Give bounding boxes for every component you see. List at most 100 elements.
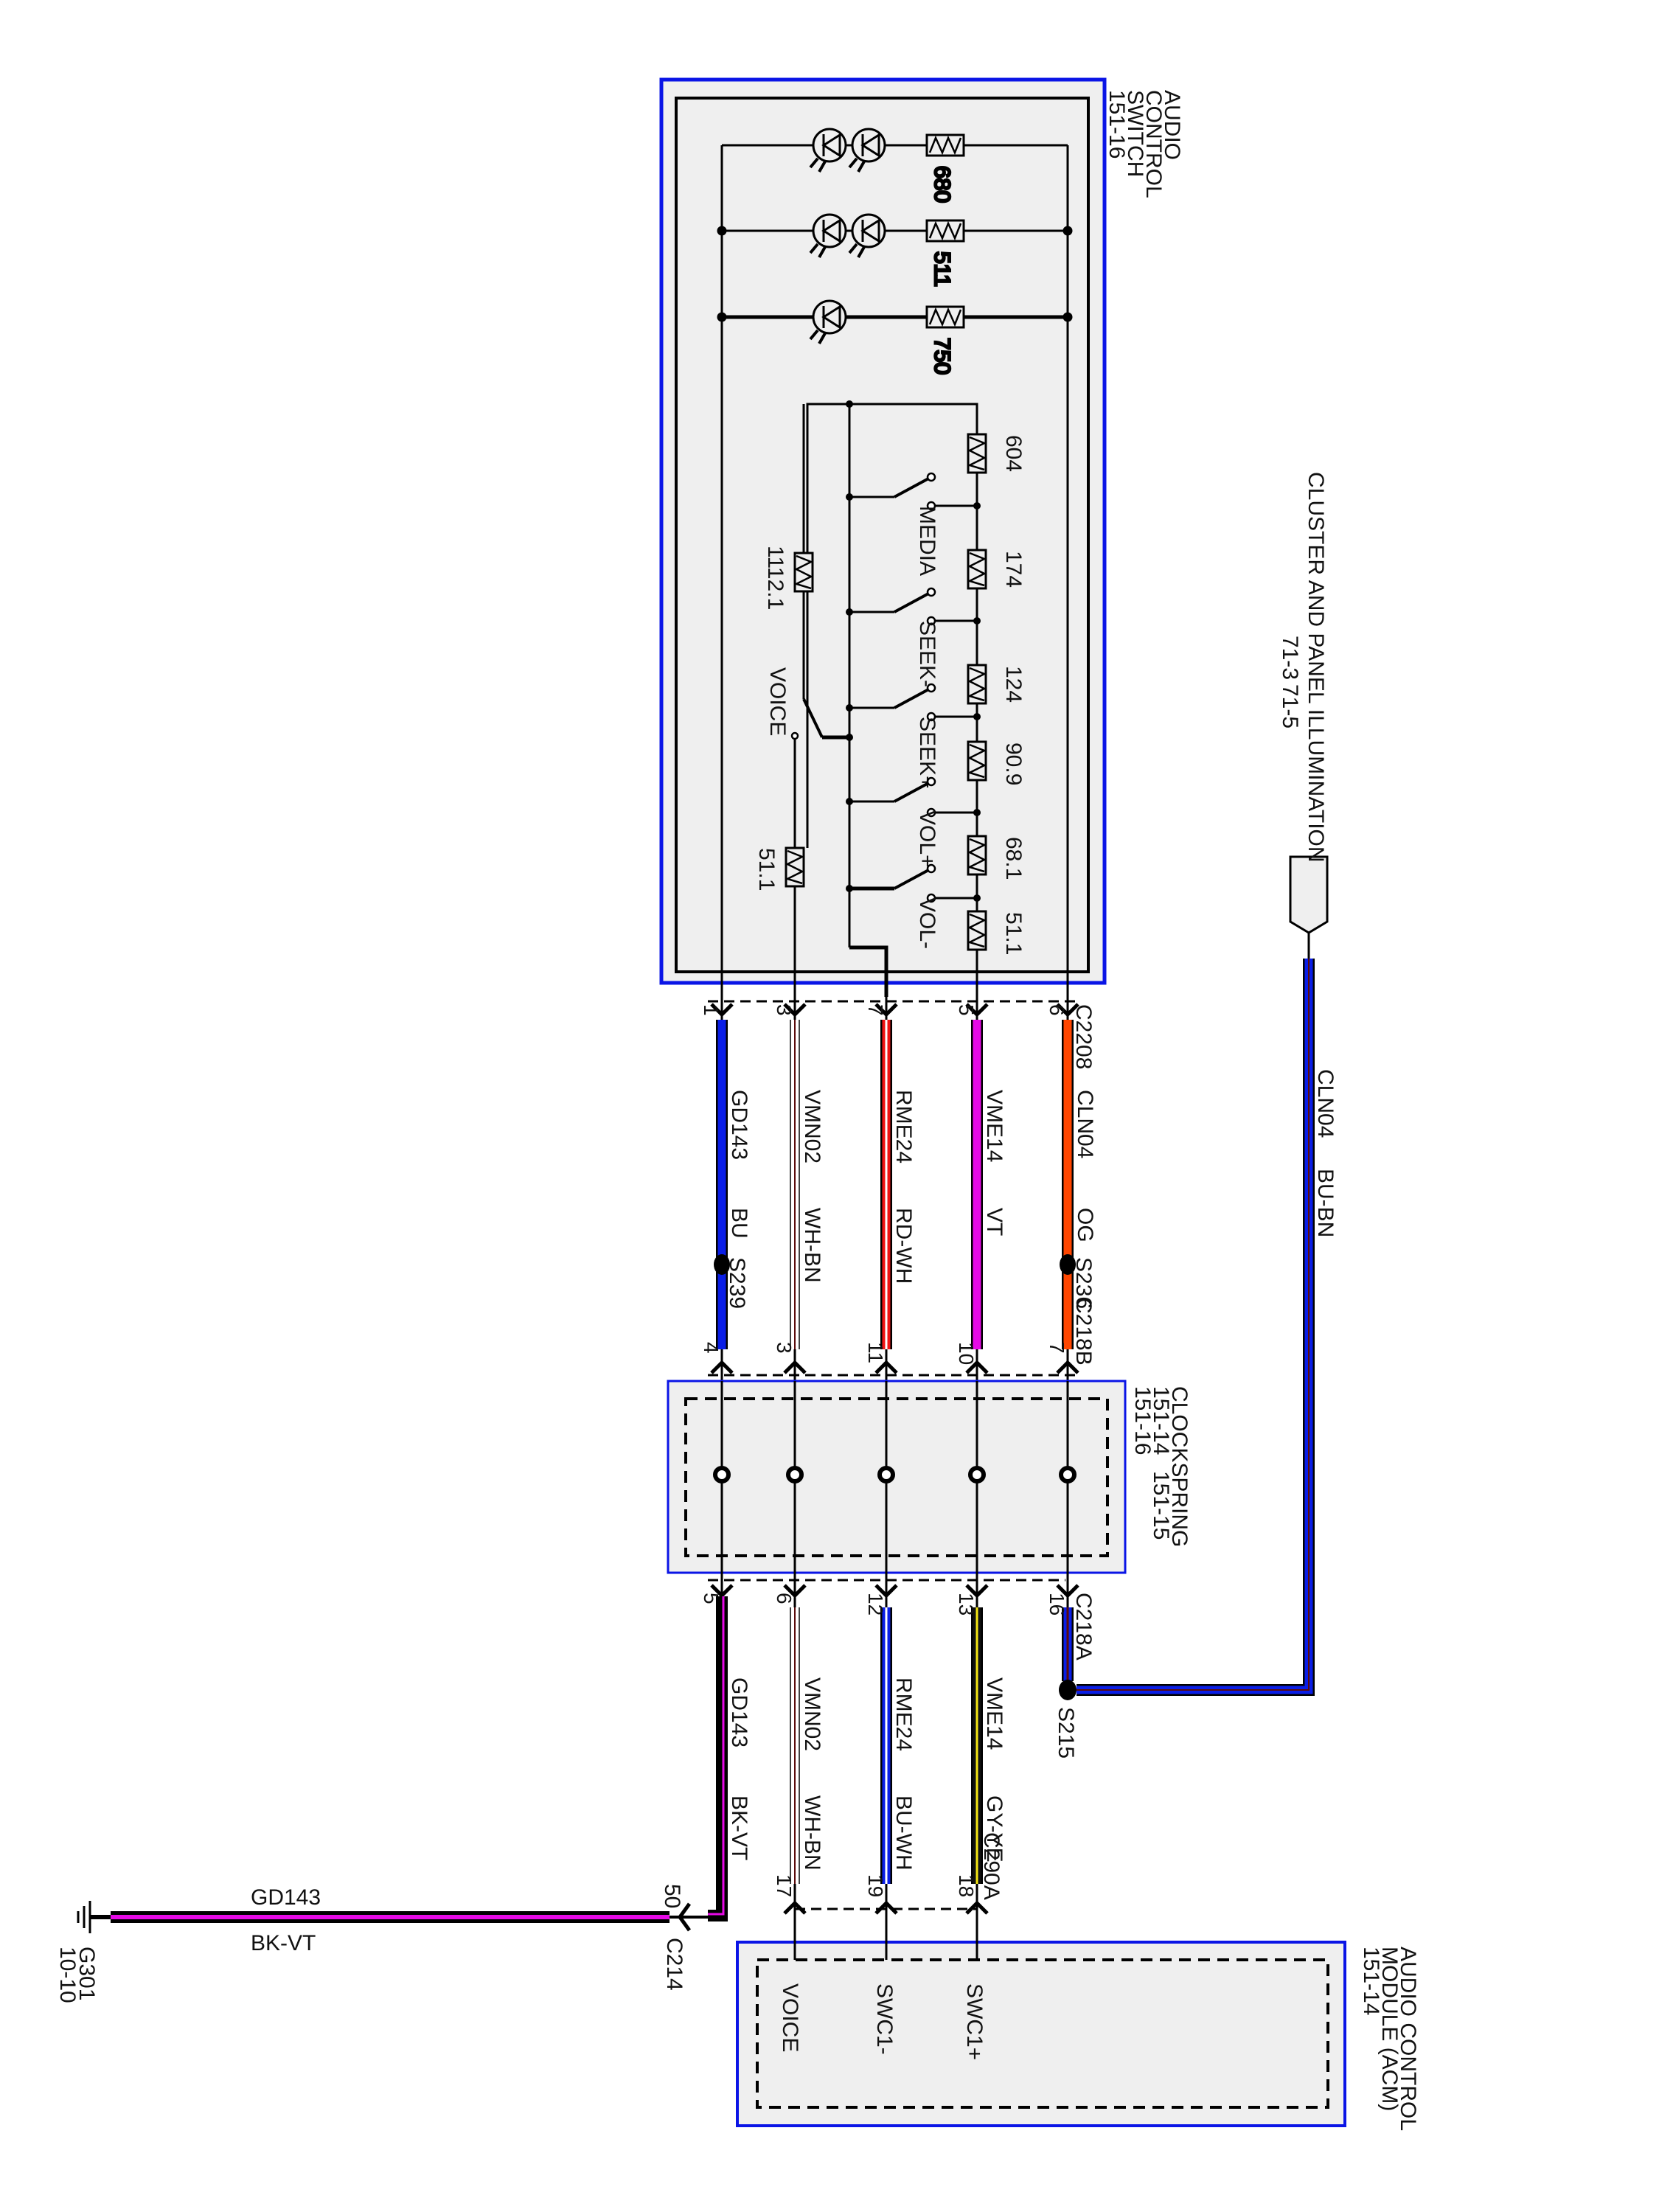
led-icon-triangle [821,218,841,243]
ladder-resistor-zigzag [967,838,987,873]
illumination-resistor-label: 511 [930,251,954,287]
ladder-resistor [967,549,987,590]
led-icon-ray-2 [818,246,827,258]
upper-wire-harness: GD143BU14VMN02WH-BN33RME24RD-WH711VME14V… [700,997,1097,1381]
wire-color-code-label: WH-BN [800,1208,824,1283]
illumination-resistor [925,133,965,157]
wire-circuit-label: VME14 [982,1090,1006,1162]
ladder-resistor [967,433,987,474]
led-icon [848,128,886,173]
switch-blade [894,686,932,709]
splice-s236-label: S236 [1071,1257,1096,1309]
connector-pin-icon [874,1360,898,1374]
connector-pin-label: 3 [773,1342,796,1354]
ground-circuit: 50 C214 GD143 BK-VT G301 10-10 [55,1596,728,2003]
led-icon [848,213,886,258]
wire-circuit-label: GD143 [727,1677,751,1747]
switch-label: SEEK+ [915,717,939,789]
voice-resistor-bottom-zigzag [785,849,805,885]
acm-title-line-2: MODULE (ACM) [1377,1947,1402,2111]
wire-color-code-label: RD-WH [891,1208,916,1284]
connector-pin-label: 11 [864,1342,887,1363]
wire-circuit-label: RME24 [891,1677,916,1751]
illumination-resistor [925,219,965,243]
illumination-resistor-label: 750 [930,338,954,375]
acm-border [736,1941,1346,2127]
led-icon-ray-1 [809,157,819,169]
ladder-resistor-label: 174 [1001,551,1026,588]
junction-dot [1062,312,1073,322]
connector-pin-label: 4 [700,1342,723,1354]
led-icon-ray-1 [809,329,819,341]
led-icon-triangle [860,133,880,158]
led-icon-ray-2 [818,161,827,173]
voice-resistor-bottom [785,846,805,888]
voice-resistor-bottom-label: 51.1 [754,848,779,891]
voice-resistor-top-label: 1112.1 [763,546,787,610]
connector-pin-label: 10 [955,1342,978,1365]
ground-wire-circuit: GD143 [251,1885,321,1910]
led-icon-ray-1 [848,243,858,254]
ladder-resistor-zigzag [967,436,987,471]
junction-dot [1062,226,1073,236]
splice-s236 [1060,1254,1076,1275]
acm-title-line-1: AUDIO CONTROL [1396,1947,1420,2131]
clockspring-border [667,1380,1127,1574]
ladder-resistor-label: 604 [1001,435,1026,472]
c218a-label: C218A [1071,1593,1096,1660]
connector-pin-icon [965,1900,989,1915]
ladder-resistor-label: 90.9 [1001,742,1026,785]
illumination-resistor-zigzag [928,307,962,327]
ground-icon [77,1901,111,1933]
acm-title-ref: 151-14 [1359,1947,1383,2015]
acm-pin-swc1-plus: SWC1+ [962,1983,987,2060]
cluster-wire-stripe [1077,959,1310,1691]
connector-pin-icon [783,1584,807,1599]
cluster-wire-color [1077,959,1313,1694]
splice-s215 [1059,1680,1077,1700]
clockspring-name: CLOCKSPRING [1167,1386,1192,1547]
clockspring-node [713,1466,731,1484]
ground-id: G301 [74,1947,99,2000]
connector-pin-label: 12 [864,1593,887,1615]
junction-dot [717,312,727,322]
wire-circuit-label: VMN02 [800,1677,824,1751]
connector-pin-icon [710,1584,734,1599]
ground-ref: 10-10 [55,1947,80,2003]
led-icon-ray-2 [818,333,827,344]
led-icon-ray-1 [848,157,858,169]
clockspring-node [877,1466,895,1484]
led-icon-triangle [821,133,841,158]
c214-label: C214 [662,1938,686,1991]
voice-branch: 1112.1 51.1 VOICE [754,404,849,997]
ground-wire-color-code: BK-VT [251,1931,316,1955]
junction-dot [717,226,727,236]
ladder-resistor-label: 68.1 [1001,837,1026,880]
acm-title: AUDIO CONTROL MODULE (ACM) 151-14 [1359,1947,1420,2131]
led-icon-ray-2 [857,246,866,258]
cluster-wire-circuit: CLN04 [1313,1069,1338,1138]
junction-dot [973,894,981,902]
ladder-resistor-zigzag [967,552,987,587]
switch-blade [894,476,932,498]
ladder-switch: MEDIA [846,472,981,576]
ladder-switch: VOL- [846,863,981,949]
c290a-label: C290A [979,1832,1004,1900]
ground-riser-stripe [708,1596,725,1916]
connector-pin-icon [965,1360,989,1374]
led-icon-triangle [821,305,841,330]
ladder-resistor-zigzag [967,667,987,702]
connector-pin-label: 19 [864,1874,887,1897]
ground-riser-outline [708,1596,728,1921]
acm-pin-voice: VOICE [778,1983,802,2052]
ladder-resistor-zigzag [967,913,987,948]
ladder-switch: VOL+ [846,776,981,868]
switch-blade [894,780,932,803]
voice-resistor-top [793,552,814,593]
